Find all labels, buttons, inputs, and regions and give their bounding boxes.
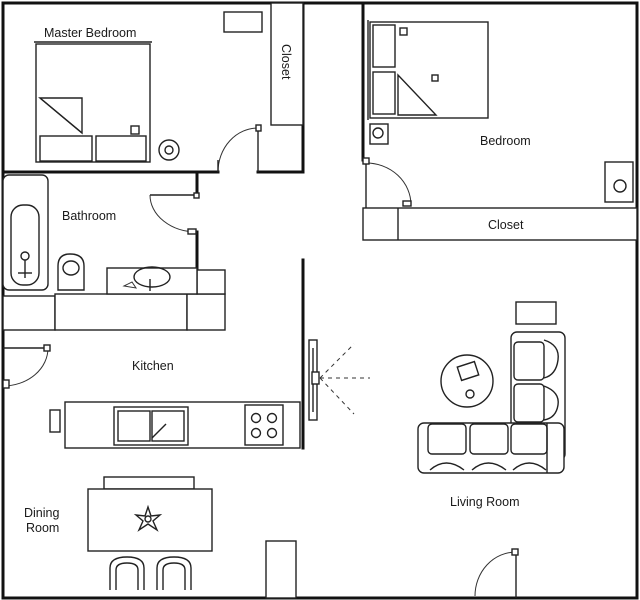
door-swing-icon[interactable] (2, 344, 51, 389)
side-table-icon (604, 161, 634, 203)
toilet-icon[interactable] (57, 253, 85, 291)
doors[interactable] (2, 124, 519, 598)
bathroom (2, 174, 198, 295)
stove-icon[interactable] (244, 404, 284, 446)
plant-icon (133, 504, 163, 532)
bed-icon[interactable] (34, 41, 152, 163)
bathroom-label: Bathroom (62, 209, 116, 223)
dining-label-line1: Dining (24, 506, 59, 520)
master-closet-box (270, 2, 304, 126)
kitchen (49, 401, 301, 449)
door-swing-icon[interactable] (149, 192, 200, 235)
lamp-icon (369, 123, 389, 145)
bedroom-closet-label: Closet (488, 218, 524, 232)
master-closet-label: Closet (279, 44, 293, 80)
sofa-icon[interactable] (417, 331, 566, 474)
sink-icon[interactable] (106, 266, 198, 295)
ottoman (515, 301, 557, 325)
chair-icon[interactable] (109, 556, 145, 590)
bedroom-closet-box (362, 207, 638, 241)
room-labels: Master Bedroom Closet Bedroom Closet Bat… (24, 26, 531, 535)
master-bedroom (34, 11, 263, 163)
dresser (223, 11, 263, 33)
bedroom-label: Bedroom (480, 134, 531, 148)
door-swing-icon[interactable] (217, 124, 262, 173)
sink-icon[interactable] (113, 406, 189, 446)
lamp-icon (158, 139, 180, 161)
bin (49, 409, 61, 433)
tv-icon[interactable] (308, 339, 370, 421)
door-swing-icon[interactable] (362, 157, 412, 208)
dining-room (87, 476, 213, 590)
bathtub-icon[interactable] (2, 174, 49, 291)
bedroom (367, 20, 634, 203)
side-table-icon[interactable] (440, 354, 494, 408)
master-bedroom-label: Master Bedroom (44, 26, 136, 40)
door-swing-icon[interactable] (474, 548, 519, 598)
bed-icon[interactable] (367, 20, 489, 120)
bench (103, 476, 195, 490)
chair-icon[interactable] (156, 556, 192, 590)
living-room (308, 301, 566, 474)
dining-table[interactable] (87, 488, 213, 552)
dining-label-line2: Room (26, 521, 59, 535)
living-room-label: Living Room (450, 495, 519, 509)
kitchen-label: Kitchen (132, 359, 174, 373)
